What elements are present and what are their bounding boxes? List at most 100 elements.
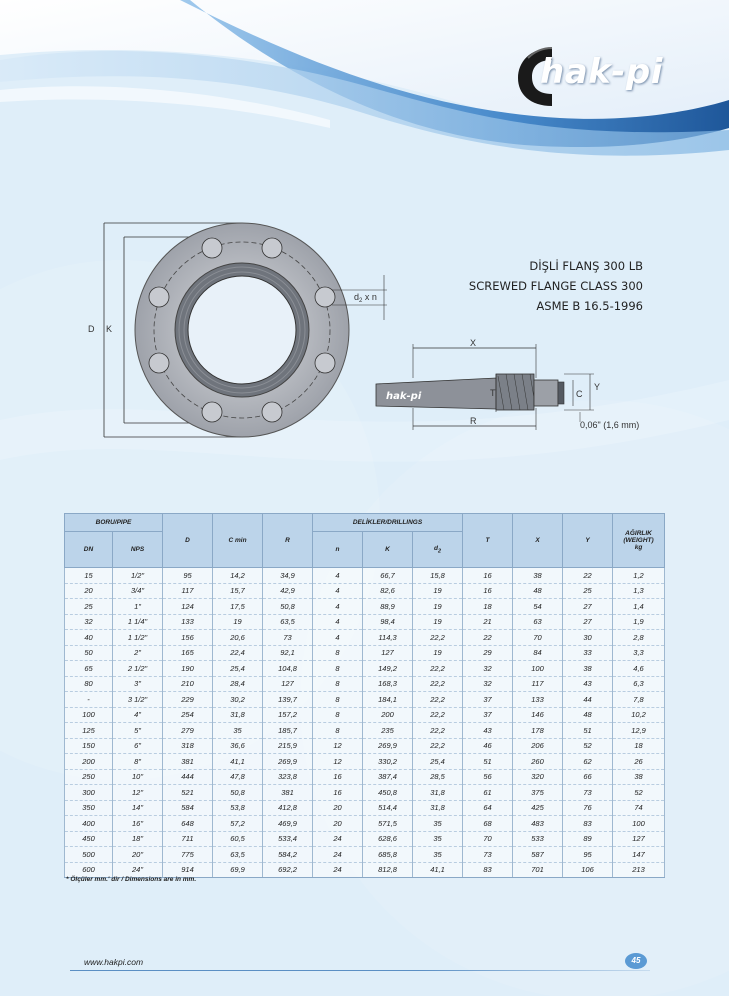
cell-weight: 6,3 bbox=[612, 676, 666, 692]
cell-n: 20 bbox=[312, 800, 364, 816]
cell-nps: 3" bbox=[111, 676, 164, 692]
cell-k: 88,9 bbox=[362, 598, 414, 615]
cell-nps: 3/4" bbox=[111, 583, 164, 599]
cell-n: 8 bbox=[312, 707, 364, 723]
cell-d2: 19 bbox=[412, 583, 464, 599]
cell-dn: 450 bbox=[64, 831, 113, 847]
cell-y: 43 bbox=[562, 676, 614, 692]
cell-weight: 127 bbox=[612, 831, 666, 847]
cell-y: 95 bbox=[562, 846, 614, 863]
cell-k: 235 bbox=[362, 722, 414, 739]
cell-d: 711 bbox=[162, 831, 214, 847]
cell-dn: 100 bbox=[64, 707, 113, 723]
cell-weight: 1,2 bbox=[612, 567, 666, 584]
cell-nps: 2" bbox=[111, 645, 164, 661]
cell-t: 32 bbox=[462, 660, 514, 677]
cell-r: 50,8 bbox=[262, 598, 314, 615]
cell-y: 27 bbox=[562, 598, 614, 615]
cell-y: 44 bbox=[562, 691, 614, 708]
cell-d2: 19 bbox=[412, 645, 464, 661]
cell-nps: 6" bbox=[111, 738, 164, 754]
header-group-pipe: BORU/PIPE bbox=[63, 513, 164, 532]
cell-dn: 600 bbox=[64, 862, 113, 878]
cell-x: 117 bbox=[512, 676, 564, 692]
cell-d: 381 bbox=[162, 753, 214, 770]
cell-r: 42,9 bbox=[262, 583, 314, 599]
cell-y: 62 bbox=[562, 753, 614, 770]
cell-dn: 80 bbox=[64, 676, 113, 692]
cell-k: 82,6 bbox=[362, 583, 414, 599]
website-link[interactable]: www.hakpi.com bbox=[84, 957, 144, 967]
cell-d2: 41,1 bbox=[412, 862, 464, 878]
cell-x: 146 bbox=[512, 707, 564, 723]
cell-r: 127 bbox=[262, 676, 314, 692]
dimensions-table-wrap: BORU/PIPE D C min R DELİKLER/DRILLINGS T… bbox=[63, 513, 666, 878]
header-d2: d2 bbox=[412, 531, 464, 568]
cell-weight: 3,3 bbox=[612, 645, 666, 661]
cell-d2: 28,5 bbox=[412, 769, 464, 785]
cell-n: 8 bbox=[312, 722, 364, 739]
cell-d2: 25,4 bbox=[412, 753, 464, 770]
cell-d: 584 bbox=[162, 800, 214, 816]
cell-k: 571,5 bbox=[362, 815, 414, 832]
cell-dn: 150 bbox=[64, 738, 113, 754]
cell-dn: 15 bbox=[64, 567, 113, 584]
cell-cmin: 69,9 bbox=[212, 862, 264, 878]
cell-x: 206 bbox=[512, 738, 564, 754]
dim-gap-label: 0,06" (1,6 mm) bbox=[580, 420, 639, 430]
dim-x-label: X bbox=[470, 338, 476, 348]
cell-weight: 2,8 bbox=[612, 629, 666, 646]
dim-y-label: Y bbox=[594, 382, 600, 392]
cell-d: 124 bbox=[162, 598, 214, 615]
cell-d2: 22,2 bbox=[412, 738, 464, 754]
header-r: R bbox=[262, 513, 314, 568]
cell-cmin: 53,8 bbox=[212, 800, 264, 816]
cell-r: 157,2 bbox=[262, 707, 314, 723]
cell-d: 279 bbox=[162, 722, 214, 739]
product-titles: DİŞLİ FLANŞ 300 LB SCREWED FLANGE CLASS … bbox=[469, 256, 643, 316]
cell-d: 165 bbox=[162, 645, 214, 661]
cell-nps: 14" bbox=[111, 800, 164, 816]
cell-r: 533,4 bbox=[262, 831, 314, 847]
cell-weight: 10,2 bbox=[612, 707, 666, 723]
cell-cmin: 50,8 bbox=[212, 784, 264, 801]
flange-front-view: D K d2 x n bbox=[88, 222, 387, 438]
cell-cmin: 57,2 bbox=[212, 815, 264, 832]
cell-nps: 5" bbox=[111, 722, 164, 739]
side-brand-text: hak-pi bbox=[386, 391, 422, 402]
cell-weight: 74 bbox=[612, 800, 666, 816]
title-tr: DİŞLİ FLANŞ 300 LB bbox=[529, 259, 643, 273]
cell-x: 48 bbox=[512, 583, 564, 599]
cell-weight: 213 bbox=[612, 862, 666, 878]
cell-r: 469,9 bbox=[262, 815, 314, 832]
cell-dn: 500 bbox=[64, 846, 113, 863]
cell-d2: 35 bbox=[412, 831, 464, 847]
cell-d: 254 bbox=[162, 707, 214, 723]
cell-dn: 400 bbox=[64, 815, 113, 832]
cell-k: 685,8 bbox=[362, 846, 414, 863]
cell-x: 63 bbox=[512, 614, 564, 630]
cell-t: 83 bbox=[462, 862, 514, 878]
header-n: n bbox=[312, 531, 364, 568]
cell-n: 8 bbox=[312, 645, 364, 661]
cell-d2: 35 bbox=[412, 815, 464, 832]
cell-cmin: 30,2 bbox=[212, 691, 264, 708]
cell-cmin: 35 bbox=[212, 722, 264, 739]
header-x: X bbox=[512, 513, 564, 568]
cell-nps: 1 1/2" bbox=[111, 629, 164, 646]
cell-t: 46 bbox=[462, 738, 514, 754]
cell-n: 8 bbox=[312, 676, 364, 692]
cell-n: 8 bbox=[312, 660, 364, 677]
cell-x: 38 bbox=[512, 567, 564, 584]
cell-x: 178 bbox=[512, 722, 564, 739]
cell-y: 38 bbox=[562, 660, 614, 677]
